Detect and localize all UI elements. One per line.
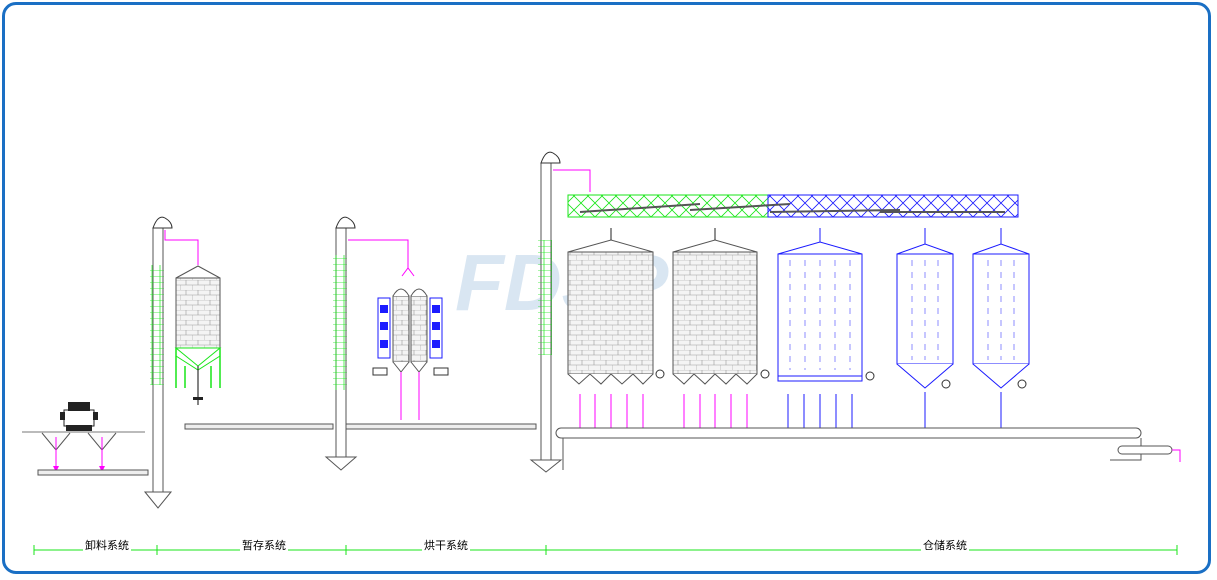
- section-label-unloading: 卸料系统: [83, 537, 131, 553]
- unloading-system: [22, 216, 199, 509]
- border-frame: [2, 2, 1211, 574]
- section-dimension-line: [33, 545, 1178, 555]
- warehousing-system: [555, 194, 1181, 470]
- temporary-storage-system: [174, 216, 409, 471]
- section-label-temporary-storage: 暂存系统: [240, 537, 288, 553]
- drying-system: [345, 151, 591, 473]
- section-label-drying: 烘干系统: [422, 537, 470, 553]
- truck-icon: [60, 402, 98, 431]
- section-label-warehousing: 仓储系统: [921, 537, 969, 553]
